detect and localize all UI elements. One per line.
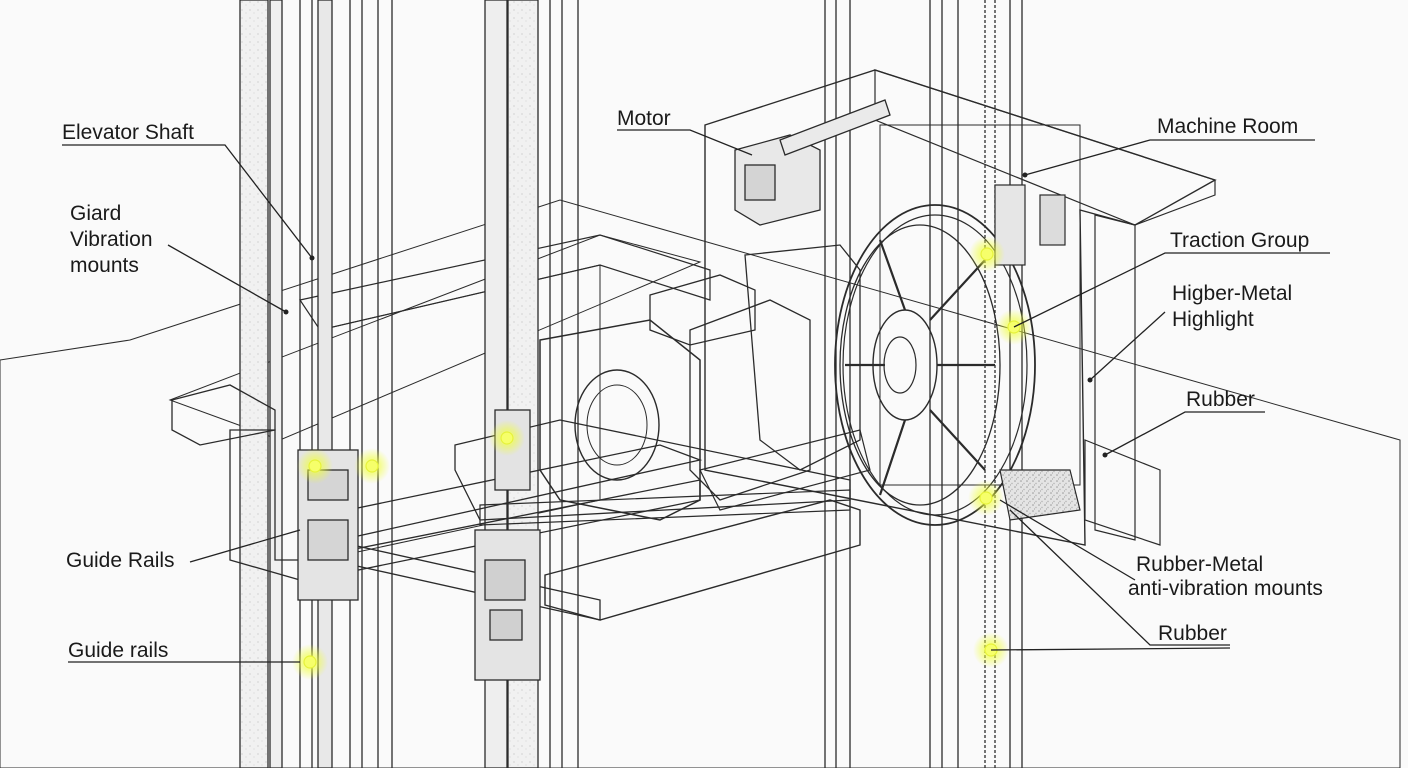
highlight-point (308, 459, 322, 473)
label-guide-rails-lower: Guide rails (68, 639, 168, 662)
label-higber-line2: Highlight (1172, 308, 1254, 331)
label-motor: Motor (617, 107, 671, 130)
label-giard-line3: mounts (70, 254, 139, 277)
labels: Elevator Shaft Giard Vibration mounts Gu… (62, 107, 1323, 662)
highlight-point (365, 459, 379, 473)
label-elevator-shaft: Elevator Shaft (62, 121, 194, 144)
label-higber-line1: Higber-Metal (1172, 282, 1292, 305)
label-traction-group: Traction Group (1170, 229, 1309, 252)
electric-motor (539, 244, 871, 521)
label-rubber-metal-line1: Rubber-Metal (1136, 553, 1263, 576)
label-rubber-upper: Rubber (1186, 388, 1255, 411)
highlight-point (500, 431, 514, 445)
label-guide-rails-upper: Guide Rails (66, 549, 175, 572)
label-giard-line1: Giard (70, 202, 121, 225)
leader-lines (62, 129, 1330, 663)
motor-top-bracket (734, 99, 891, 226)
label-rubber-lower: Rubber (1158, 622, 1227, 645)
label-giard-line2: Vibration (70, 228, 153, 251)
label-machine-room: Machine Room (1157, 115, 1298, 138)
highlight-point (979, 491, 993, 505)
label-rubber-metal-line2: anti-vibration mounts (1128, 577, 1323, 600)
highlight-point (303, 655, 317, 669)
traction-sheave (834, 204, 1036, 526)
rubber-metal-mounts (994, 184, 1081, 521)
highlight-points (292, 236, 1032, 680)
highlight-point (980, 247, 994, 261)
